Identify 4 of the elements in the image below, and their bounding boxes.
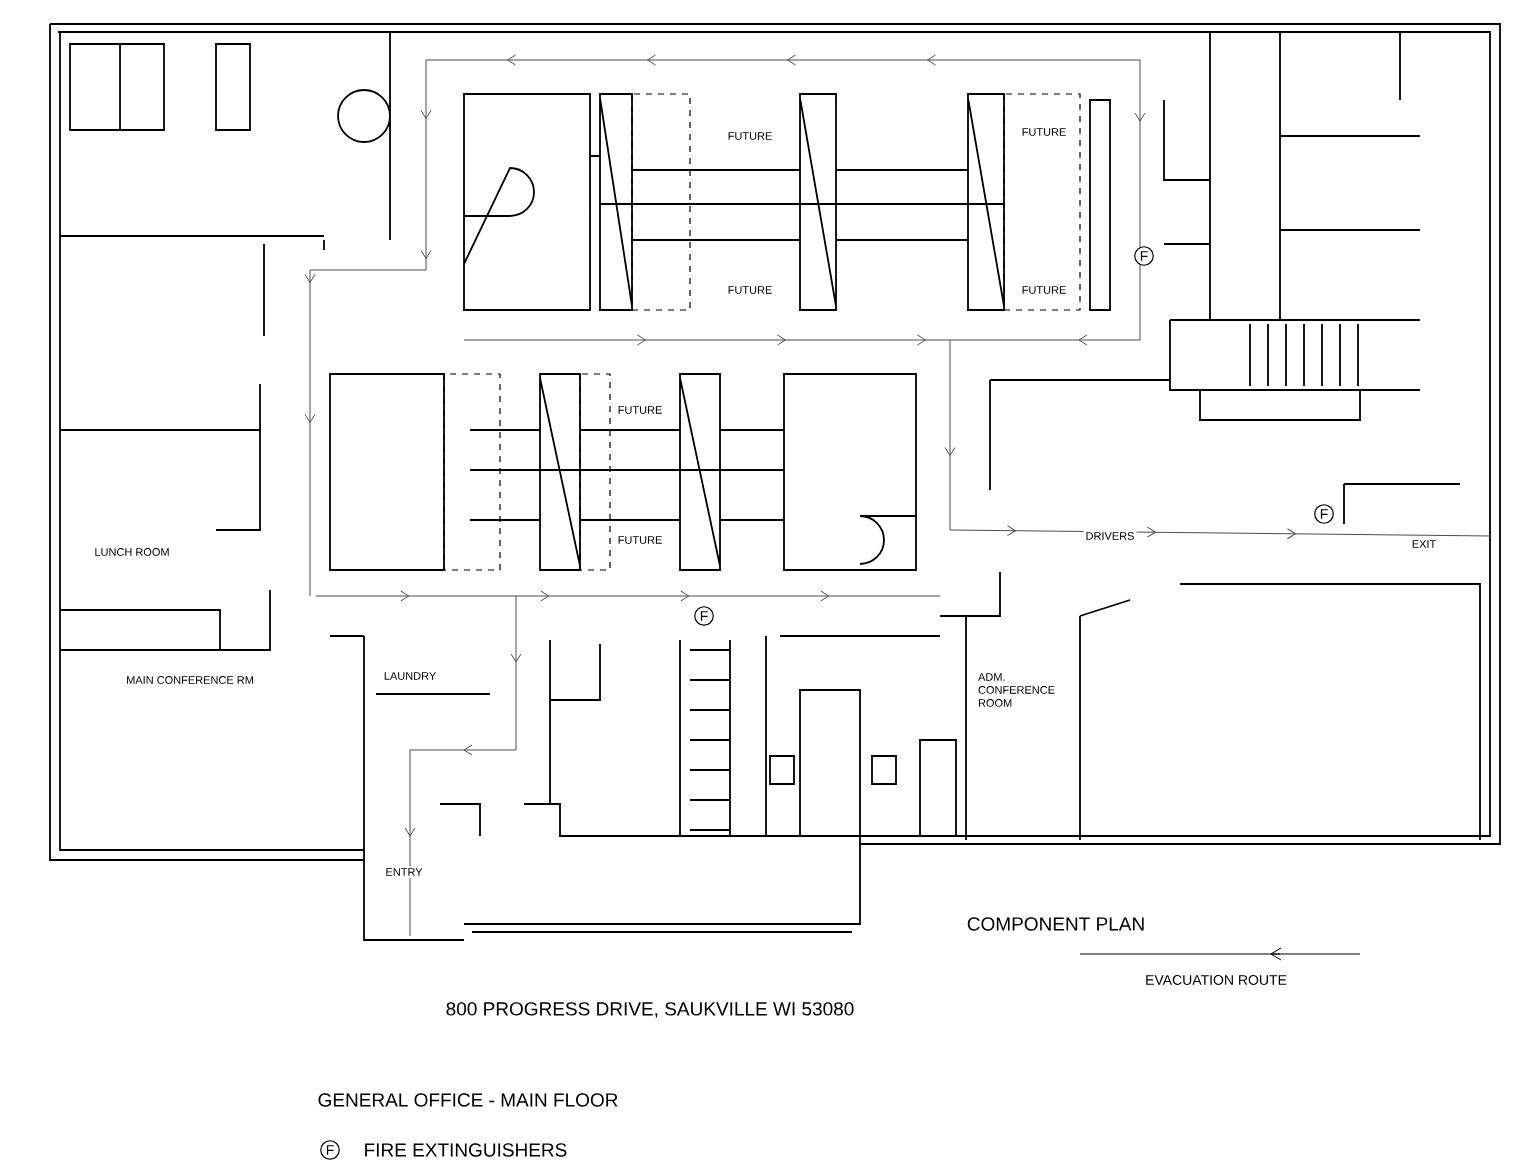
title: GENERAL OFFICE - MAIN FLOOR (318, 1093, 618, 1107)
room-label: 800 PROGRESS DRIVE, SAUKVILLE WI 53080 (443, 1000, 857, 1020)
room-label: COMPONENT PLAN (964, 915, 1148, 933)
legend-text: FIRE EXTINGUISHERS (365, 1143, 567, 1157)
